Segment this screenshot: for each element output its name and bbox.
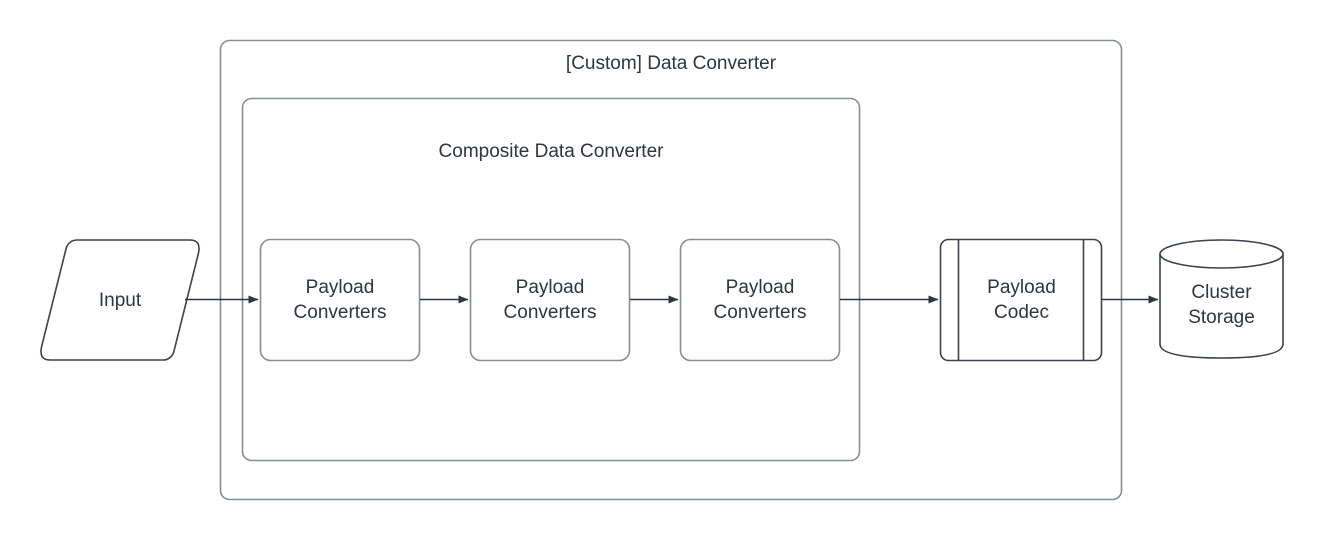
payload-codec-shape[interactable]	[939, 238, 1103, 362]
payload-converters-2-shape[interactable]	[469, 238, 631, 362]
composite-data-converter-title: Composite Data Converter	[438, 141, 664, 162]
payload-converters-1-shape[interactable]	[259, 238, 421, 362]
input-shape[interactable]	[40, 239, 200, 361]
payload-converters-3-shape[interactable]	[679, 238, 841, 362]
custom-data-converter-title: [Custom] Data Converter	[565, 53, 777, 74]
cluster-storage-shape[interactable]	[1159, 239, 1284, 359]
